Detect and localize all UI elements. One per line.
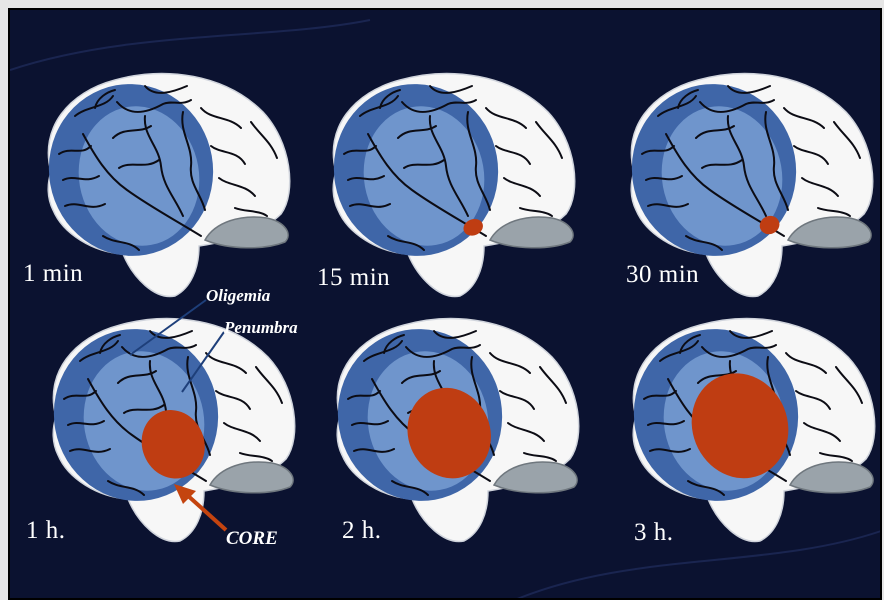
figure-frame: 1 min 15 min 30 min 1 h. 2 h. 3 h. Olige… (8, 8, 882, 600)
brain-panel-1min: 1 min (15, 50, 305, 315)
oligemia-label: Oligemia (206, 286, 270, 306)
core-label: CORE (226, 528, 278, 550)
time-label: 1 h. (26, 517, 66, 545)
time-label: 3 h. (634, 519, 674, 547)
brain-panel-3h: 3 h. (600, 295, 882, 560)
time-label: 1 min (23, 260, 83, 288)
time-label: 15 min (317, 264, 390, 292)
brain-panel-2h: 2 h. (304, 295, 594, 560)
brain-panel-15min: 15 min (300, 50, 590, 315)
time-label: 30 min (626, 261, 699, 289)
brain-panel-30min: 30 min (598, 50, 882, 315)
penumbra-label: Penumbra (224, 318, 298, 338)
time-label: 2 h. (342, 517, 382, 545)
